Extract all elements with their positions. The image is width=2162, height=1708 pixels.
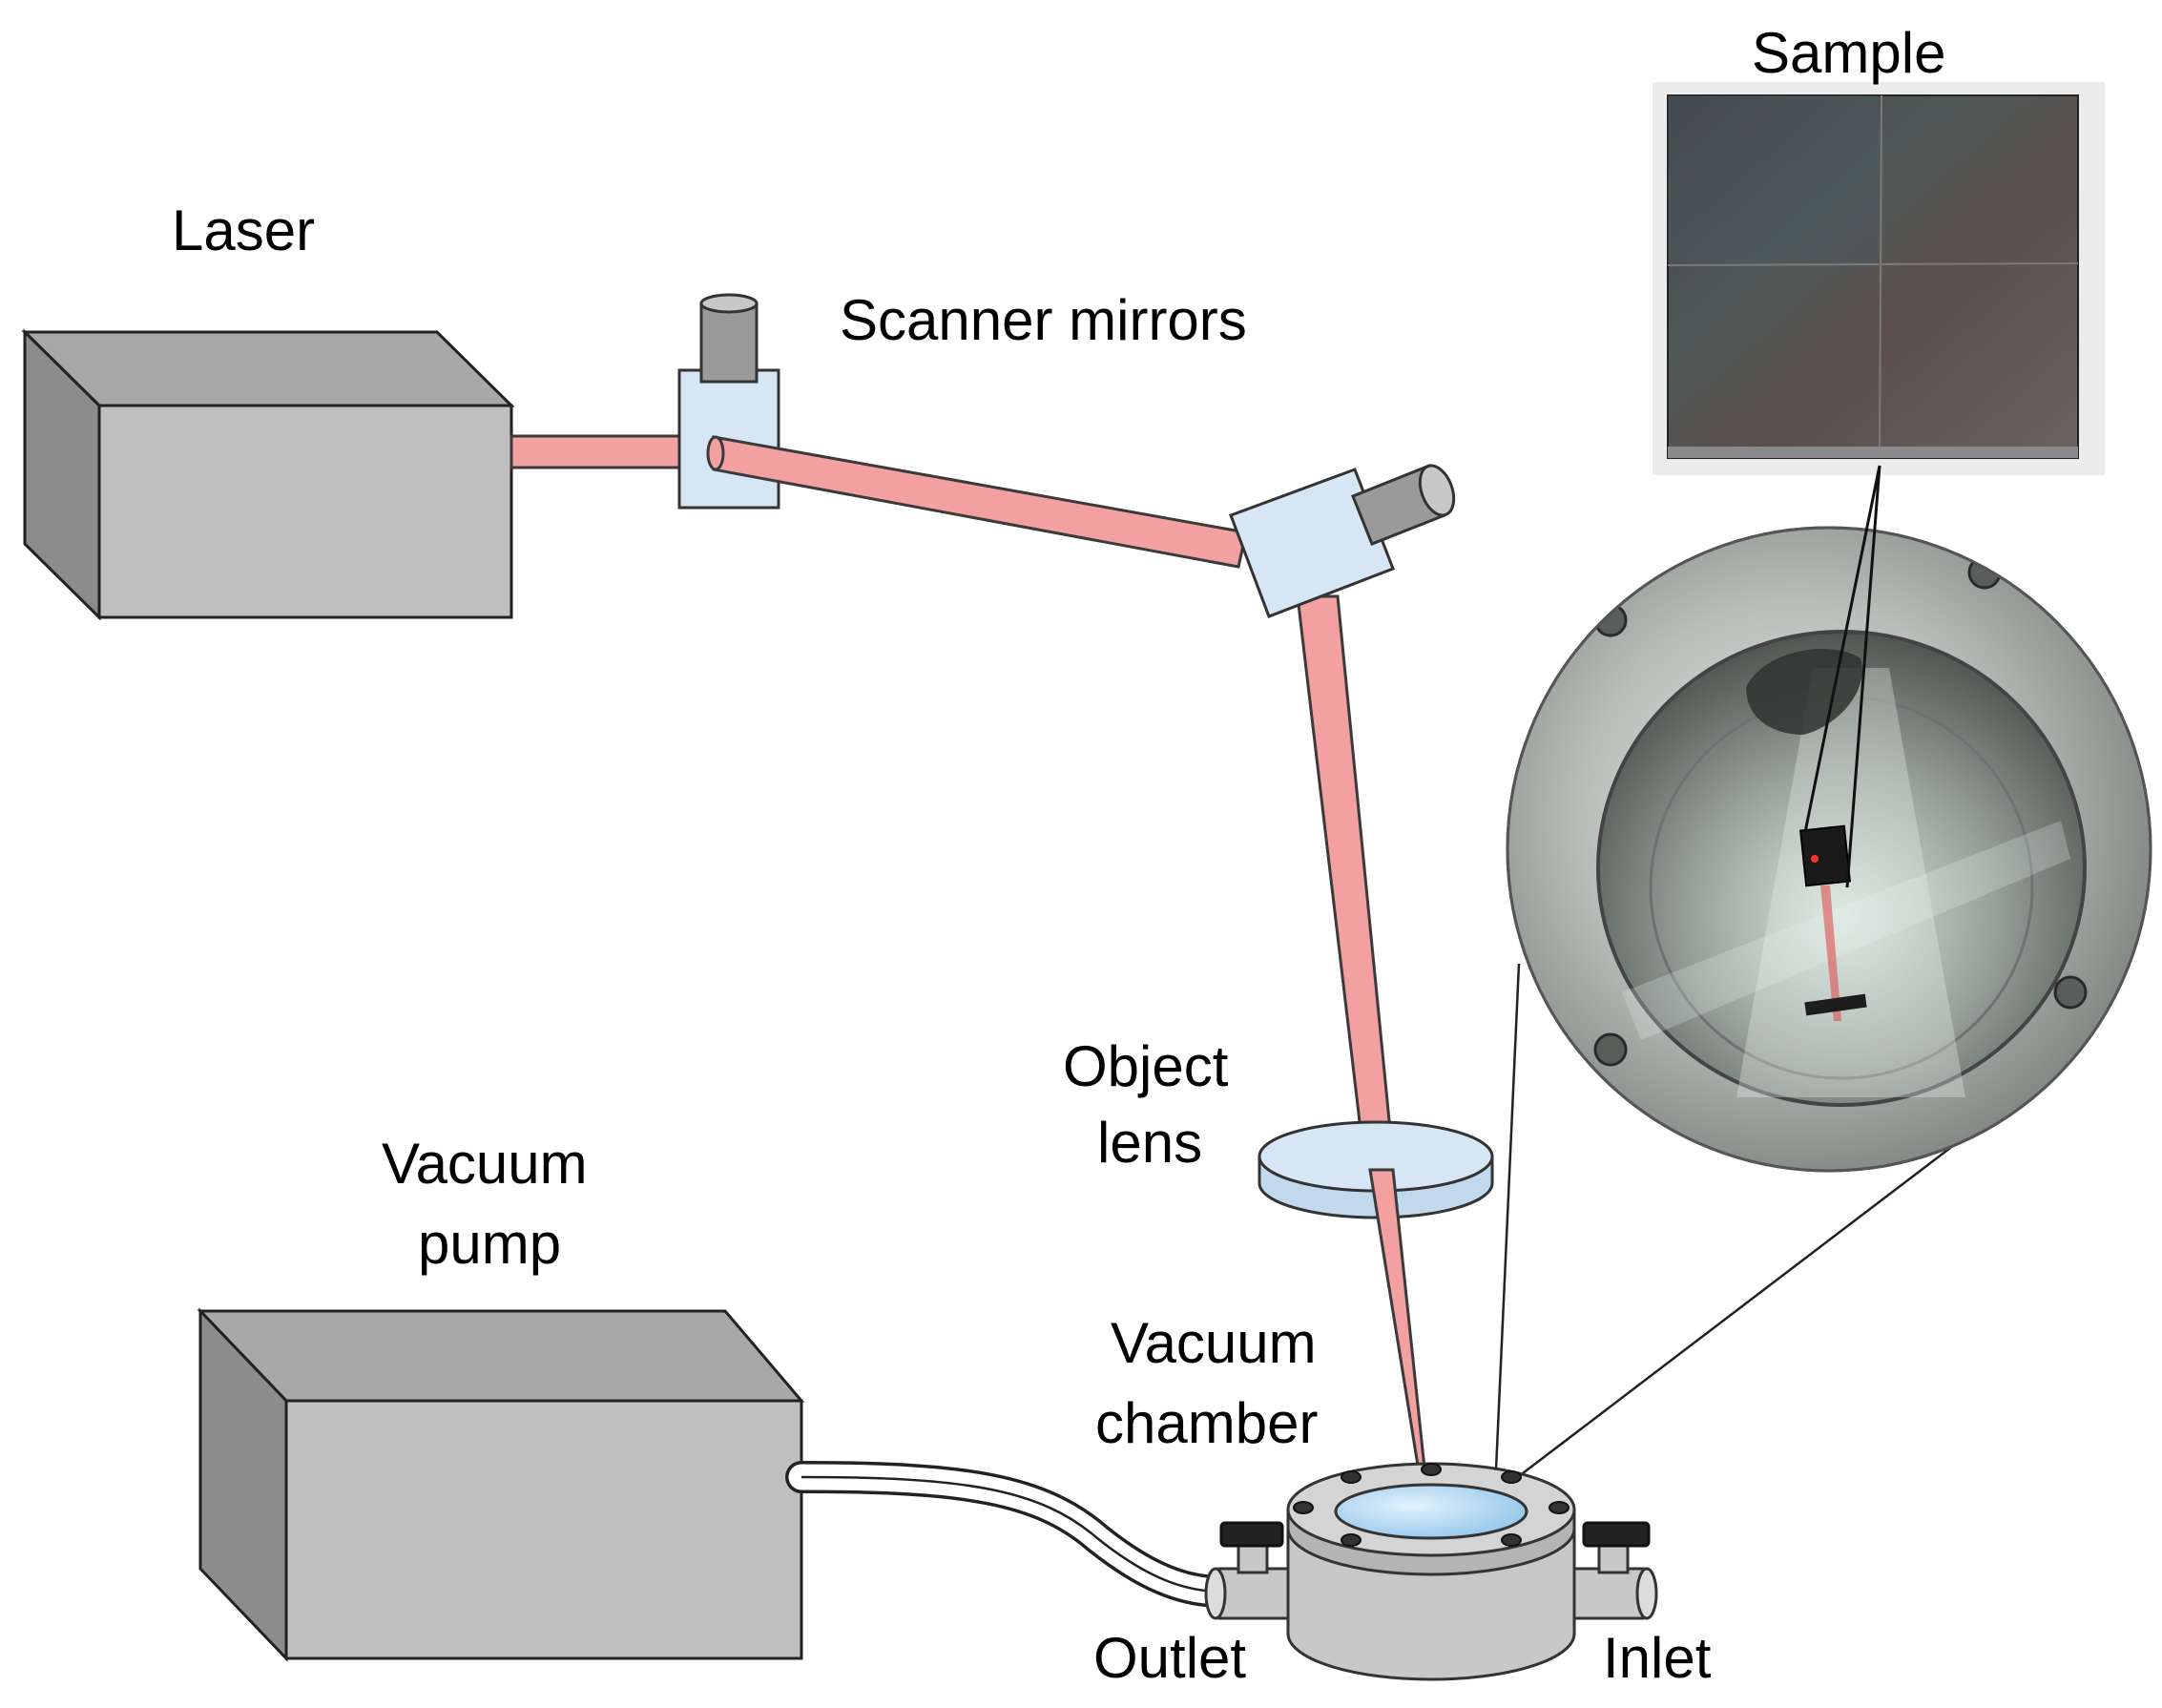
label-scanner-mirrors: Scanner mirrors bbox=[840, 288, 1247, 352]
vacuum-chamber bbox=[1204, 1462, 1658, 1681]
sample-plate bbox=[1667, 94, 2079, 459]
scanner-mirror-1-motor bbox=[699, 302, 759, 384]
laser-beam-segment-2 bbox=[712, 435, 1248, 569]
chamber-photo bbox=[1506, 526, 2152, 1173]
laser-box-front bbox=[97, 404, 513, 619]
sample-pointer-lines bbox=[1803, 465, 1881, 888]
inlet-valve bbox=[1563, 1521, 1658, 1620]
vacuum-pump-box-top bbox=[197, 1309, 805, 1403]
laser-box-top bbox=[21, 330, 515, 407]
vacuum-hose bbox=[785, 1461, 1237, 1608]
flange-bolts bbox=[1293, 1463, 1570, 1547]
label-vacuum-pump-line2: pump bbox=[418, 1212, 561, 1276]
label-vacuum-chamber-line1: Vacuum bbox=[1111, 1311, 1317, 1375]
vacuum-chamber-window bbox=[1334, 1483, 1528, 1540]
sample-in-chamber bbox=[1798, 824, 1852, 887]
label-object-lens-line1: Object bbox=[1063, 1034, 1229, 1098]
outlet-valve bbox=[1204, 1521, 1301, 1620]
scanner-mirror-2 bbox=[1229, 464, 1456, 618]
sample-photo bbox=[1653, 82, 2105, 475]
vacuum-pump-box bbox=[197, 1307, 805, 1662]
label-vacuum-chamber-line2: chamber bbox=[1095, 1391, 1318, 1455]
laser-box bbox=[21, 328, 515, 621]
label-object-lens-line2: lens bbox=[1097, 1111, 1202, 1175]
label-sample: Sample bbox=[1752, 21, 1945, 85]
label-vacuum-pump-line1: Vacuum bbox=[382, 1132, 588, 1196]
label-inlet: Inlet bbox=[1603, 1626, 1712, 1690]
label-laser: Laser bbox=[172, 198, 315, 262]
laser-beam-segment-3 bbox=[1296, 594, 1395, 1164]
scanner-mirror-2-housing bbox=[1229, 468, 1395, 618]
vacuum-pump-box-front bbox=[284, 1399, 803, 1660]
zoom-callout-lines bbox=[1494, 963, 1955, 1474]
label-outlet: Outlet bbox=[1093, 1626, 1246, 1690]
scanner-mirror-1 bbox=[677, 293, 780, 510]
